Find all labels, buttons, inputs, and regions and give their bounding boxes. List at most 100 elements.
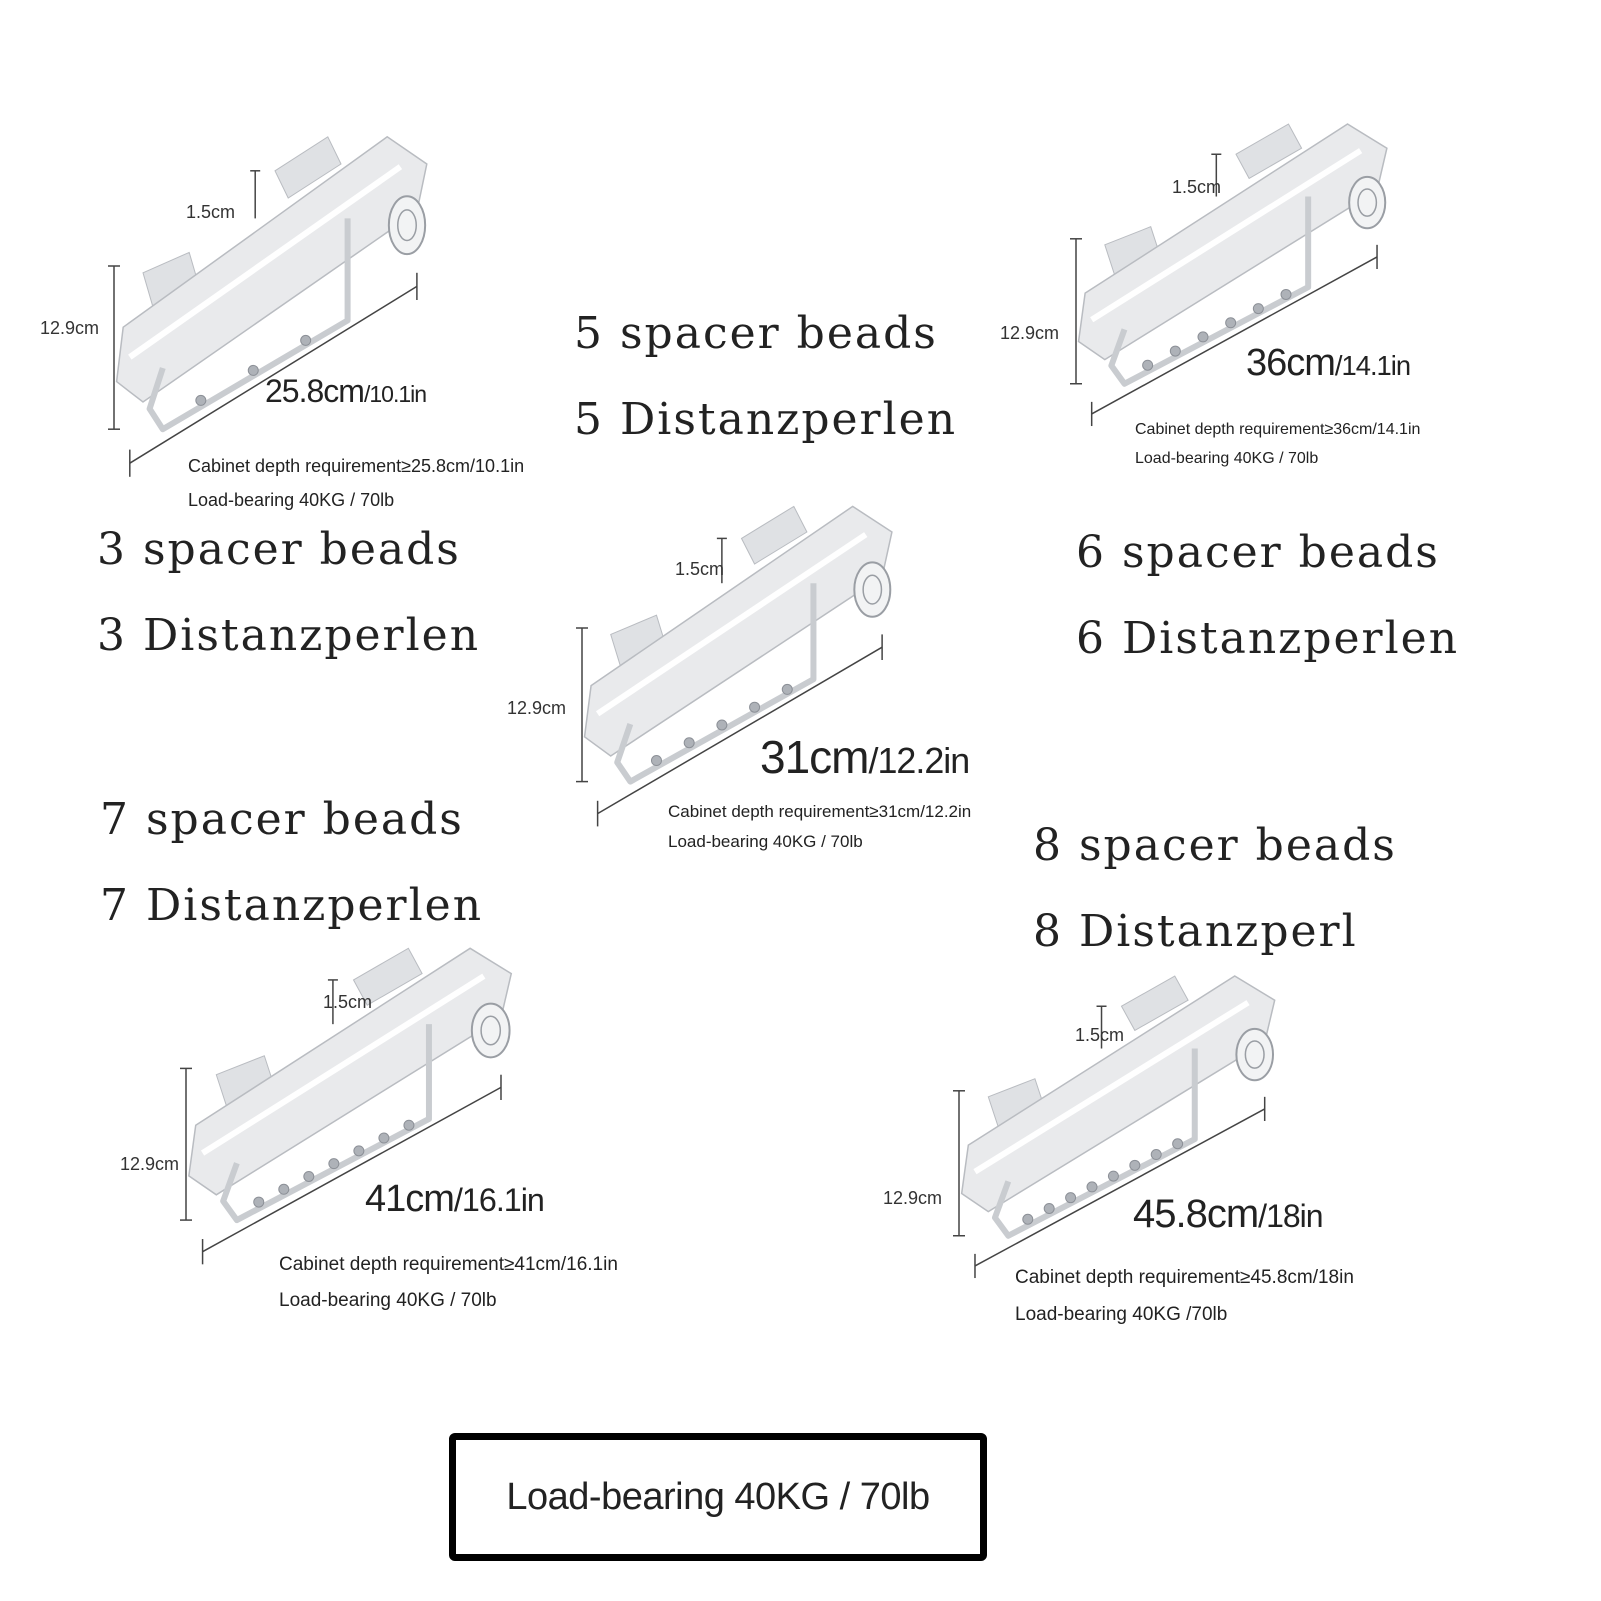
length-in: /12.2in xyxy=(868,741,970,781)
load-note: Load-bearing 40KG / 70lb xyxy=(668,832,863,851)
rotating-disc-inner xyxy=(397,209,417,242)
length-cm: 41cm xyxy=(365,1178,455,1220)
rail-highlight xyxy=(128,164,403,360)
beads-de-8: 8 Distanzperl xyxy=(1033,906,1358,957)
spacer-bead xyxy=(195,394,207,406)
load-note: Load-bearing 40KG / 70lb xyxy=(279,1290,497,1311)
spacer-bead xyxy=(378,1132,390,1144)
height-label: 12.9cm xyxy=(507,698,567,718)
gap-label: 1.5cm xyxy=(323,992,373,1012)
spacer-bead xyxy=(1172,1138,1184,1150)
length-dimension-line xyxy=(1091,256,1378,415)
length-label: 41cm/16.1in xyxy=(365,1178,545,1221)
spacer-bead xyxy=(1129,1159,1141,1171)
height-label: 12.9cm xyxy=(120,1154,180,1174)
rack-group xyxy=(953,975,1276,1279)
length-dimension-line xyxy=(129,285,418,464)
rack-group xyxy=(576,505,893,827)
beads-en-8: 8 spacer beads xyxy=(1033,820,1397,871)
length-cm: 25.8cm xyxy=(265,373,365,409)
spacer-bead xyxy=(403,1119,415,1131)
spacer-bead xyxy=(1225,317,1237,329)
depth-note: Cabinet depth requirement≥36cm/14.1in xyxy=(1135,421,1421,438)
length-cm: 36cm xyxy=(1246,342,1336,384)
spacer-bead xyxy=(749,701,761,713)
length-in: /16.1in xyxy=(453,1182,545,1218)
rotating-disc xyxy=(1235,1027,1275,1082)
beads-en-3: 3 spacer beads xyxy=(97,524,461,575)
length-label: 31cm/12.2in xyxy=(760,730,970,784)
rotating-disc xyxy=(853,561,892,618)
rear-bracket xyxy=(1120,975,1189,1032)
spacer-bead xyxy=(1022,1213,1034,1225)
beads-de-3: 3 Distanzperlen xyxy=(97,610,481,661)
rear-bracket xyxy=(274,136,342,199)
length-label: 45.8cm/18in xyxy=(1133,1192,1324,1237)
gap-label: 1.5cm xyxy=(186,202,236,222)
spacer-bead xyxy=(353,1145,365,1157)
length-cm: 45.8cm xyxy=(1133,1192,1259,1236)
spacer-bead xyxy=(716,719,728,731)
spacer-bead xyxy=(1252,303,1264,315)
length-label: 25.8cm/10.1in xyxy=(265,373,427,410)
rack-group xyxy=(108,135,428,477)
rotating-disc xyxy=(387,195,427,256)
length-label: 36cm/14.1in xyxy=(1246,342,1411,385)
depth-note: Cabinet depth requirement≥41cm/16.1in xyxy=(279,1254,618,1275)
length-dimension-line xyxy=(202,1086,502,1253)
rotating-disc xyxy=(470,1002,511,1059)
gap-label: 1.5cm xyxy=(1172,177,1222,197)
load-bearing-label: Load-bearing 40KG / 70lb xyxy=(506,1475,930,1518)
rail-highlight xyxy=(595,532,868,717)
spacer-bead xyxy=(1150,1149,1162,1161)
rack-group xyxy=(1070,123,1388,427)
hanger-bar xyxy=(1108,196,1312,387)
spacer-bead xyxy=(247,364,259,376)
beads-en-5: 5 spacer beads xyxy=(574,308,938,359)
rear-bracket xyxy=(1235,123,1303,180)
length-in: /10.1in xyxy=(363,381,427,407)
load-bearing-box: Load-bearing 40KG / 70lb xyxy=(449,1433,987,1561)
gap-label: 1.5cm xyxy=(1075,1025,1125,1045)
rear-bracket xyxy=(352,947,423,1006)
hanger-bar xyxy=(991,1048,1198,1239)
spacer-bead xyxy=(300,334,312,346)
depth-note: Cabinet depth requirement≥45.8cm/18in xyxy=(1015,1267,1354,1288)
height-label: 12.9cm xyxy=(1000,323,1060,343)
load-note: Load-bearing 40KG / 70lb xyxy=(188,490,395,510)
height-label: 12.9cm xyxy=(883,1188,943,1208)
beads-de-6: 6 Distanzperlen xyxy=(1076,613,1460,664)
length-dimension-line xyxy=(597,646,883,815)
spacer-bead xyxy=(1280,288,1292,300)
rotating-disc-inner xyxy=(862,574,883,605)
spacer-bead xyxy=(303,1170,315,1182)
spacer-bead xyxy=(1197,331,1209,343)
beads-en-6: 6 spacer beads xyxy=(1076,527,1440,578)
rail-highlight xyxy=(200,973,486,1156)
rotating-disc-inner xyxy=(1244,1040,1265,1069)
depth-note: Cabinet depth requirement≥31cm/12.2in xyxy=(668,802,972,821)
spacer-bead xyxy=(253,1196,265,1208)
beads-en-7: 7 spacer beads xyxy=(100,794,464,845)
beads-de-7: 7 Distanzperlen xyxy=(100,880,484,931)
spacer-bead xyxy=(1086,1181,1098,1193)
height-label: 12.9cm xyxy=(40,318,100,338)
length-in: /14.1in xyxy=(1334,350,1411,381)
length-in: /18in xyxy=(1258,1198,1323,1234)
spacer-bead xyxy=(1169,345,1181,357)
spacer-bead xyxy=(1142,359,1154,371)
hanger-bar xyxy=(220,1024,432,1224)
spacer-bead xyxy=(650,755,662,767)
rear-bracket xyxy=(740,505,808,565)
spacer-bead xyxy=(1065,1192,1077,1204)
hanger-bar xyxy=(614,583,817,785)
beads-de-5: 5 Distanzperlen xyxy=(574,394,958,445)
spacer-bead xyxy=(683,737,695,749)
spacer-bead xyxy=(1043,1202,1055,1214)
load-note: Load-bearing 40KG /70lb xyxy=(1015,1304,1228,1325)
